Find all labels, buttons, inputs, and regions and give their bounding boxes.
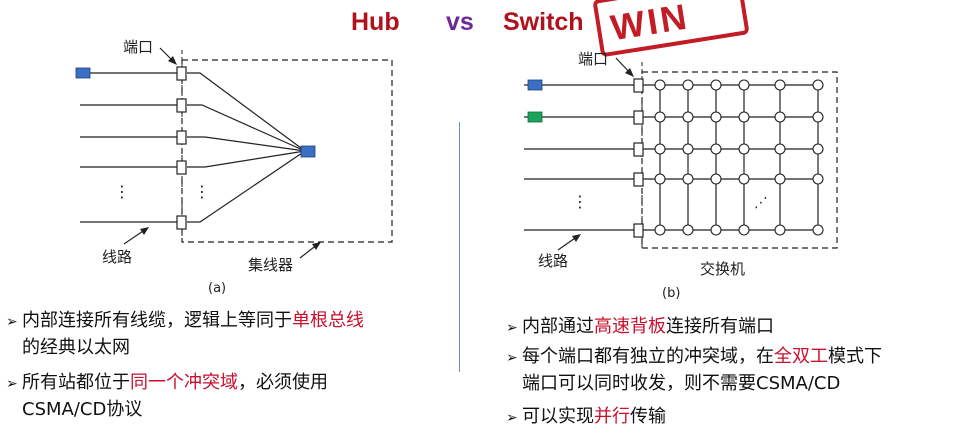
hub-ports — [176, 66, 187, 230]
bullet-arrow-icon: ➢ — [506, 410, 518, 426]
slide-title: Hub vs Switch WIN — [0, 0, 973, 58]
switch-line-label: 线路 — [538, 252, 568, 270]
hub-line-arrowhead — [140, 227, 149, 235]
hub-port-arrowhead — [168, 56, 177, 65]
title-vs: vs — [446, 8, 474, 36]
switch-station-blue — [527, 79, 543, 91]
hub-enclosure — [181, 59, 393, 243]
switch-bullet-1: ➢内部通过高速背板连接所有端口 — [506, 314, 774, 341]
hub-ellipsis-left: ⋮ — [114, 182, 130, 201]
switch-bullet-3: ➢可以实现并行传输 — [506, 404, 666, 431]
bullet-arrow-icon: ➢ — [6, 314, 18, 330]
hub-caption: (a) — [208, 281, 226, 296]
switch-line-arrowhead — [572, 234, 581, 242]
hub-bullet-1-highlight: 单根总线 — [292, 310, 364, 331]
switch-ports — [633, 78, 644, 238]
bullet-arrow-icon: ➢ — [506, 350, 518, 366]
switch-bullet-1-post: 连接所有端口 — [666, 316, 774, 337]
switch-bullet-2: ➢每个端口都有独立的冲突域，在全双工模式下 端口可以同时收发，则不需要CSMA/… — [506, 344, 882, 397]
hub-port-label: 端口 — [123, 38, 153, 56]
switch-enclosure — [641, 71, 838, 249]
title-hub: Hub — [351, 8, 400, 36]
switch-bullet-3-highlight: 并行 — [594, 406, 630, 427]
hub-station-blue — [75, 67, 91, 79]
hub-bullet-2: ➢所有站都位于同一个冲突域，必须使用 CSMA/CD协议 — [6, 370, 328, 423]
bullet-arrow-icon: ➢ — [6, 376, 18, 392]
switch-station-green — [527, 111, 543, 123]
switch-bullet-2-post: 模式下 — [828, 346, 882, 367]
hub-center-node — [300, 145, 316, 158]
switch-bullet-2-highlight: 全双工 — [774, 346, 828, 367]
hub-bullet-2-highlight: 同一个冲突域 — [130, 372, 238, 393]
switch-bullet-3-pre: 可以实现 — [522, 406, 594, 427]
switch-cross-points — [654, 79, 824, 236]
hub-bullet-1: ➢内部连接所有线缆，逻辑上等同于单根总线 的经典以太网 — [6, 308, 364, 361]
hub-label-arrowhead — [312, 242, 321, 250]
switch-caption: (b) — [662, 286, 680, 301]
switch-bullet-1-pre: 内部通过 — [522, 316, 594, 337]
hub-bullet-2-post: ，必须使用 — [238, 372, 328, 393]
center-divider — [459, 122, 460, 372]
switch-port-arrowhead — [625, 68, 634, 77]
title-switch: Switch — [503, 8, 584, 36]
switch-crossbar — [642, 84, 819, 231]
hub-ellipsis-right: ⋮ — [194, 182, 210, 201]
bullet-arrow-icon: ➢ — [506, 320, 518, 336]
hub-bullet-1-pre: 内部连接所有线缆，逻辑上等同于 — [22, 310, 292, 331]
hub-bullet-2-cont: CSMA/CD协议 — [22, 399, 143, 420]
switch-grid-dots: ⋰ — [754, 195, 768, 211]
switch-port-label: 端口 — [578, 50, 608, 68]
hub-diagram: ⋮ ⋮ 端口 线路 集线器 (a) — [75, 38, 393, 296]
switch-label: 交换机 — [700, 260, 745, 278]
hub-line-label: 线路 — [102, 248, 132, 266]
hub-label: 集线器 — [248, 256, 293, 274]
hub-bullet-2-pre: 所有站都位于 — [22, 372, 130, 393]
switch-bullet-2-pre: 每个端口都有独立的冲突域，在 — [522, 346, 774, 367]
hub-bullet-1-cont: 的经典以太网 — [22, 337, 130, 358]
switch-bullet-1-highlight: 高速背板 — [594, 316, 666, 337]
switch-bullet-3-post: 传输 — [630, 406, 666, 427]
switch-bullet-2-cont: 端口可以同时收发，则不需要CSMA/CD — [522, 373, 841, 394]
switch-ellipsis-left: ⋮ — [572, 192, 588, 211]
hub-lines — [80, 50, 306, 242]
switch-diagram: ⋮ ⋰ 端口 线路 交换机 (b) — [524, 50, 838, 301]
